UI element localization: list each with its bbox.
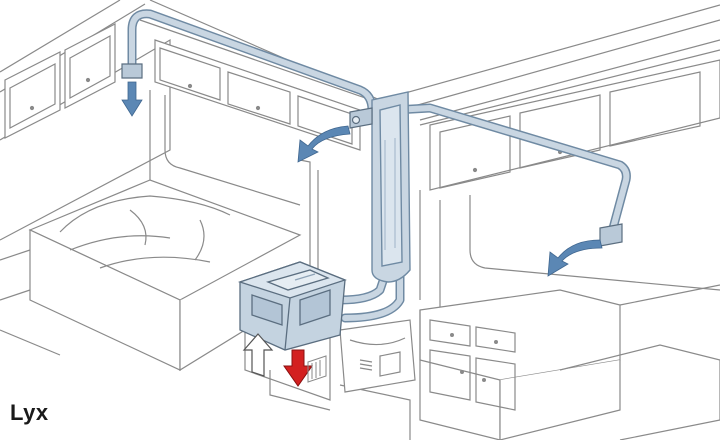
air-heater [237,261,347,351]
outlet-fittings [121,63,623,247]
hot-air-outlet-arrow [121,81,143,117]
caption: Lyx [10,400,49,425]
left-upper-cabinets [4,23,116,139]
hot-air-outlet-arrow [547,239,603,277]
cold-air-intake-arrow [242,333,274,377]
center-upper-cabinets [154,39,361,151]
right-upper-cabinets [429,59,720,191]
vertical-duct-column [371,91,411,283]
right-window [419,190,720,320]
return-air-box [339,319,416,393]
floor-lines [0,329,411,440]
kitchen-unit [419,284,720,440]
duct [127,9,631,323]
exhaust-grille [307,355,327,383]
hot-air-outlet-arrow [297,125,351,163]
bed [0,179,302,372]
exhaust-arrow [283,349,313,387]
